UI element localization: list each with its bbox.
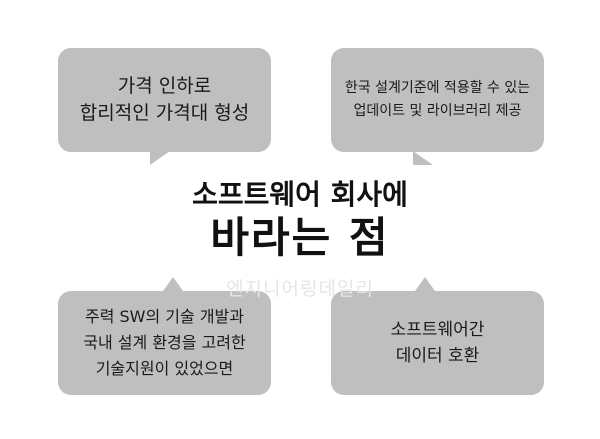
bubble-text-line: 데이터 호환 xyxy=(395,346,480,366)
bubble-text-line: 업데이트 및 라이브러리 제공 xyxy=(353,103,522,119)
bubble-text-line: 기술지원이 있었으면 xyxy=(95,359,234,378)
bubble-korean-standards-updates: 한국 설계기준에 적용할 수 있는 업데이트 및 라이브러리 제공 xyxy=(331,48,544,152)
center-title-line1: 소프트웨어 회사에 xyxy=(192,178,408,211)
bubble-text-line: 한국 설계기준에 적용할 수 있는 xyxy=(344,80,531,96)
center-title-line2: 바라는 점 xyxy=(210,213,390,262)
bubble-text-line: 소프트웨어간 xyxy=(390,320,485,340)
bubble-data-compatibility: 소프트웨어간 데이터 호환 xyxy=(331,291,544,395)
bubble-tail xyxy=(150,151,170,165)
bubble-text-line: 국내 설계 환경을 고려한 xyxy=(83,333,246,352)
bubble-tail xyxy=(163,277,183,291)
bubble-text-line: 주력 SW의 기술 개발과 xyxy=(85,307,244,326)
bubble-text-line: 가격 인하로 xyxy=(117,75,212,97)
bubble-technical-support: 주력 SW의 기술 개발과 국내 설계 환경을 고려한 기술지원이 있었으면 xyxy=(58,291,271,395)
bubble-tail xyxy=(413,151,433,165)
watermark: 엔지니어링데일리 xyxy=(226,278,374,300)
bubble-tail xyxy=(415,277,435,291)
bubble-text-line: 합리적인 가격대 형성 xyxy=(79,102,250,124)
bubble-price-reduction: 가격 인하로 합리적인 가격대 형성 xyxy=(58,48,271,152)
